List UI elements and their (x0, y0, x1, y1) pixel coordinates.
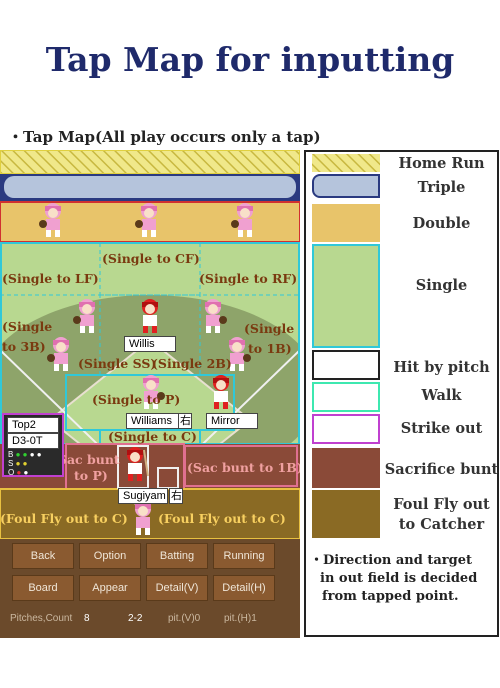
player-red-icon (135, 298, 165, 334)
inning-label: Top2 (7, 417, 59, 433)
player-pink-icon (230, 202, 260, 238)
batter-hand-tag: 右 (169, 488, 183, 504)
player-pink-icon (38, 202, 68, 238)
foul-fly-swatch (312, 490, 380, 538)
zone-sac-p-line1[interactable]: (Sac bunt (52, 452, 120, 467)
legend-foul-fly-line2: to Catcher (398, 516, 485, 533)
legend-hit-by-pitch: Hit by pitch (393, 359, 490, 376)
note-line3: from tapped point. (322, 589, 459, 604)
batting-button[interactable]: Batting (146, 543, 208, 569)
zone-single-ss[interactable]: (Single SS) (78, 356, 157, 371)
legend-strike-out: Strike out (400, 420, 483, 437)
zone-sac-p-line2[interactable]: to P) (74, 468, 108, 483)
zone-single-rf[interactable]: (Single to RF) (199, 271, 298, 286)
player-pink-icon (128, 500, 158, 536)
zone-foul-right[interactable]: (Foul Fly out to C) (158, 511, 286, 526)
player-pink-icon (134, 202, 164, 238)
zone-single-p[interactable]: (Single to P) (92, 392, 181, 407)
batter-tag-sugiyama: Sugiyam (118, 488, 168, 504)
pitcher-tag-williams: Williams (126, 413, 180, 429)
legend-home-run: Home Run (398, 155, 485, 172)
single-swatch (312, 244, 380, 348)
triple-swatch (312, 174, 380, 198)
running-button[interactable]: Running (213, 543, 275, 569)
hit-by-pitch-swatch (312, 350, 380, 380)
note-line1: ・Direction and target (310, 553, 472, 568)
runner-tag-mirror: Mirror (206, 413, 258, 429)
player-pink-icon (72, 298, 102, 334)
player-red-icon (206, 374, 236, 410)
pitcher-hand-tag: 右 (178, 413, 192, 429)
zone-sac-1b[interactable]: (Sac bunt to 1B) (187, 460, 300, 475)
home-run-swatch (312, 154, 380, 172)
detail-h-button[interactable]: Detail(H) (213, 575, 275, 601)
zone-single-2b[interactable]: (Single 2B) (152, 356, 232, 371)
legend-sac-bunt: Sacrifice bunt (384, 461, 499, 478)
zone-single-1b-line2[interactable]: to 1B) (248, 341, 292, 356)
sac-bunt-swatch (312, 448, 380, 488)
legend-walk: Walk (421, 387, 462, 404)
zone-single-3b-line1[interactable]: (Single (2, 319, 53, 334)
zone-foul-left[interactable]: (Foul Fly out to C) (0, 511, 128, 526)
pitch-h-label[interactable]: pit.(H)1 (224, 613, 257, 624)
double-swatch (312, 204, 380, 242)
out-label: O (8, 468, 15, 477)
player-pink-icon (46, 336, 76, 372)
pitch-v-label[interactable]: pit.(V)0 (168, 613, 201, 624)
legend-foul-fly-line1: Foul Fly out (393, 496, 490, 513)
zone-single-c[interactable]: (Single to C) (108, 429, 197, 444)
zone-single-lf[interactable]: (Single to LF) (2, 271, 99, 286)
option-button[interactable]: Option (79, 543, 141, 569)
zone-single-cf[interactable]: (Single to CF) (102, 251, 200, 266)
legend-double: Double (412, 215, 471, 232)
page-subtitle: ・Tap Map(All play occurs only a tap) (8, 128, 321, 146)
note-line2: in out field is decided (320, 571, 478, 586)
strike-label: S (8, 459, 14, 468)
back-button[interactable]: Back (12, 543, 74, 569)
player-red-icon (120, 446, 150, 482)
legend-triple: Triple (417, 179, 466, 196)
zone-single-1b-line1[interactable]: (Single (244, 321, 295, 336)
legend-panel: Home Run Triple Double Single Hit by pit… (304, 150, 499, 637)
scoreboard: Top2 D3-0T B ● ● ● ● S ● ● O ● ● (2, 413, 64, 477)
player-pink-icon (222, 336, 252, 372)
ball-strike-count[interactable]: 2-2 (128, 613, 143, 624)
pitches-count-value[interactable]: 8 (84, 613, 90, 624)
runner-tag-willis: Willis (124, 336, 176, 352)
ball-label: B (8, 450, 14, 459)
pitches-count-label: Pitches,Count (10, 613, 73, 624)
player-pink-icon (136, 374, 166, 410)
player-pink-icon (198, 298, 228, 334)
appear-button[interactable]: Appear (79, 575, 141, 601)
board-button[interactable]: Board (12, 575, 74, 601)
detail-v-button[interactable]: Detail(V) (146, 575, 208, 601)
page-title: Tap Map for inputting (45, 40, 455, 79)
walk-swatch (312, 382, 380, 412)
score-label: D3-0T (7, 433, 59, 449)
strike-out-swatch (312, 414, 380, 444)
zone-single-3b-line2[interactable]: to 3B) (2, 339, 46, 354)
tap-map-field[interactable]: (Single to CF) (Single to LF) (Single to… (0, 150, 300, 638)
legend-single: Single (415, 277, 468, 294)
